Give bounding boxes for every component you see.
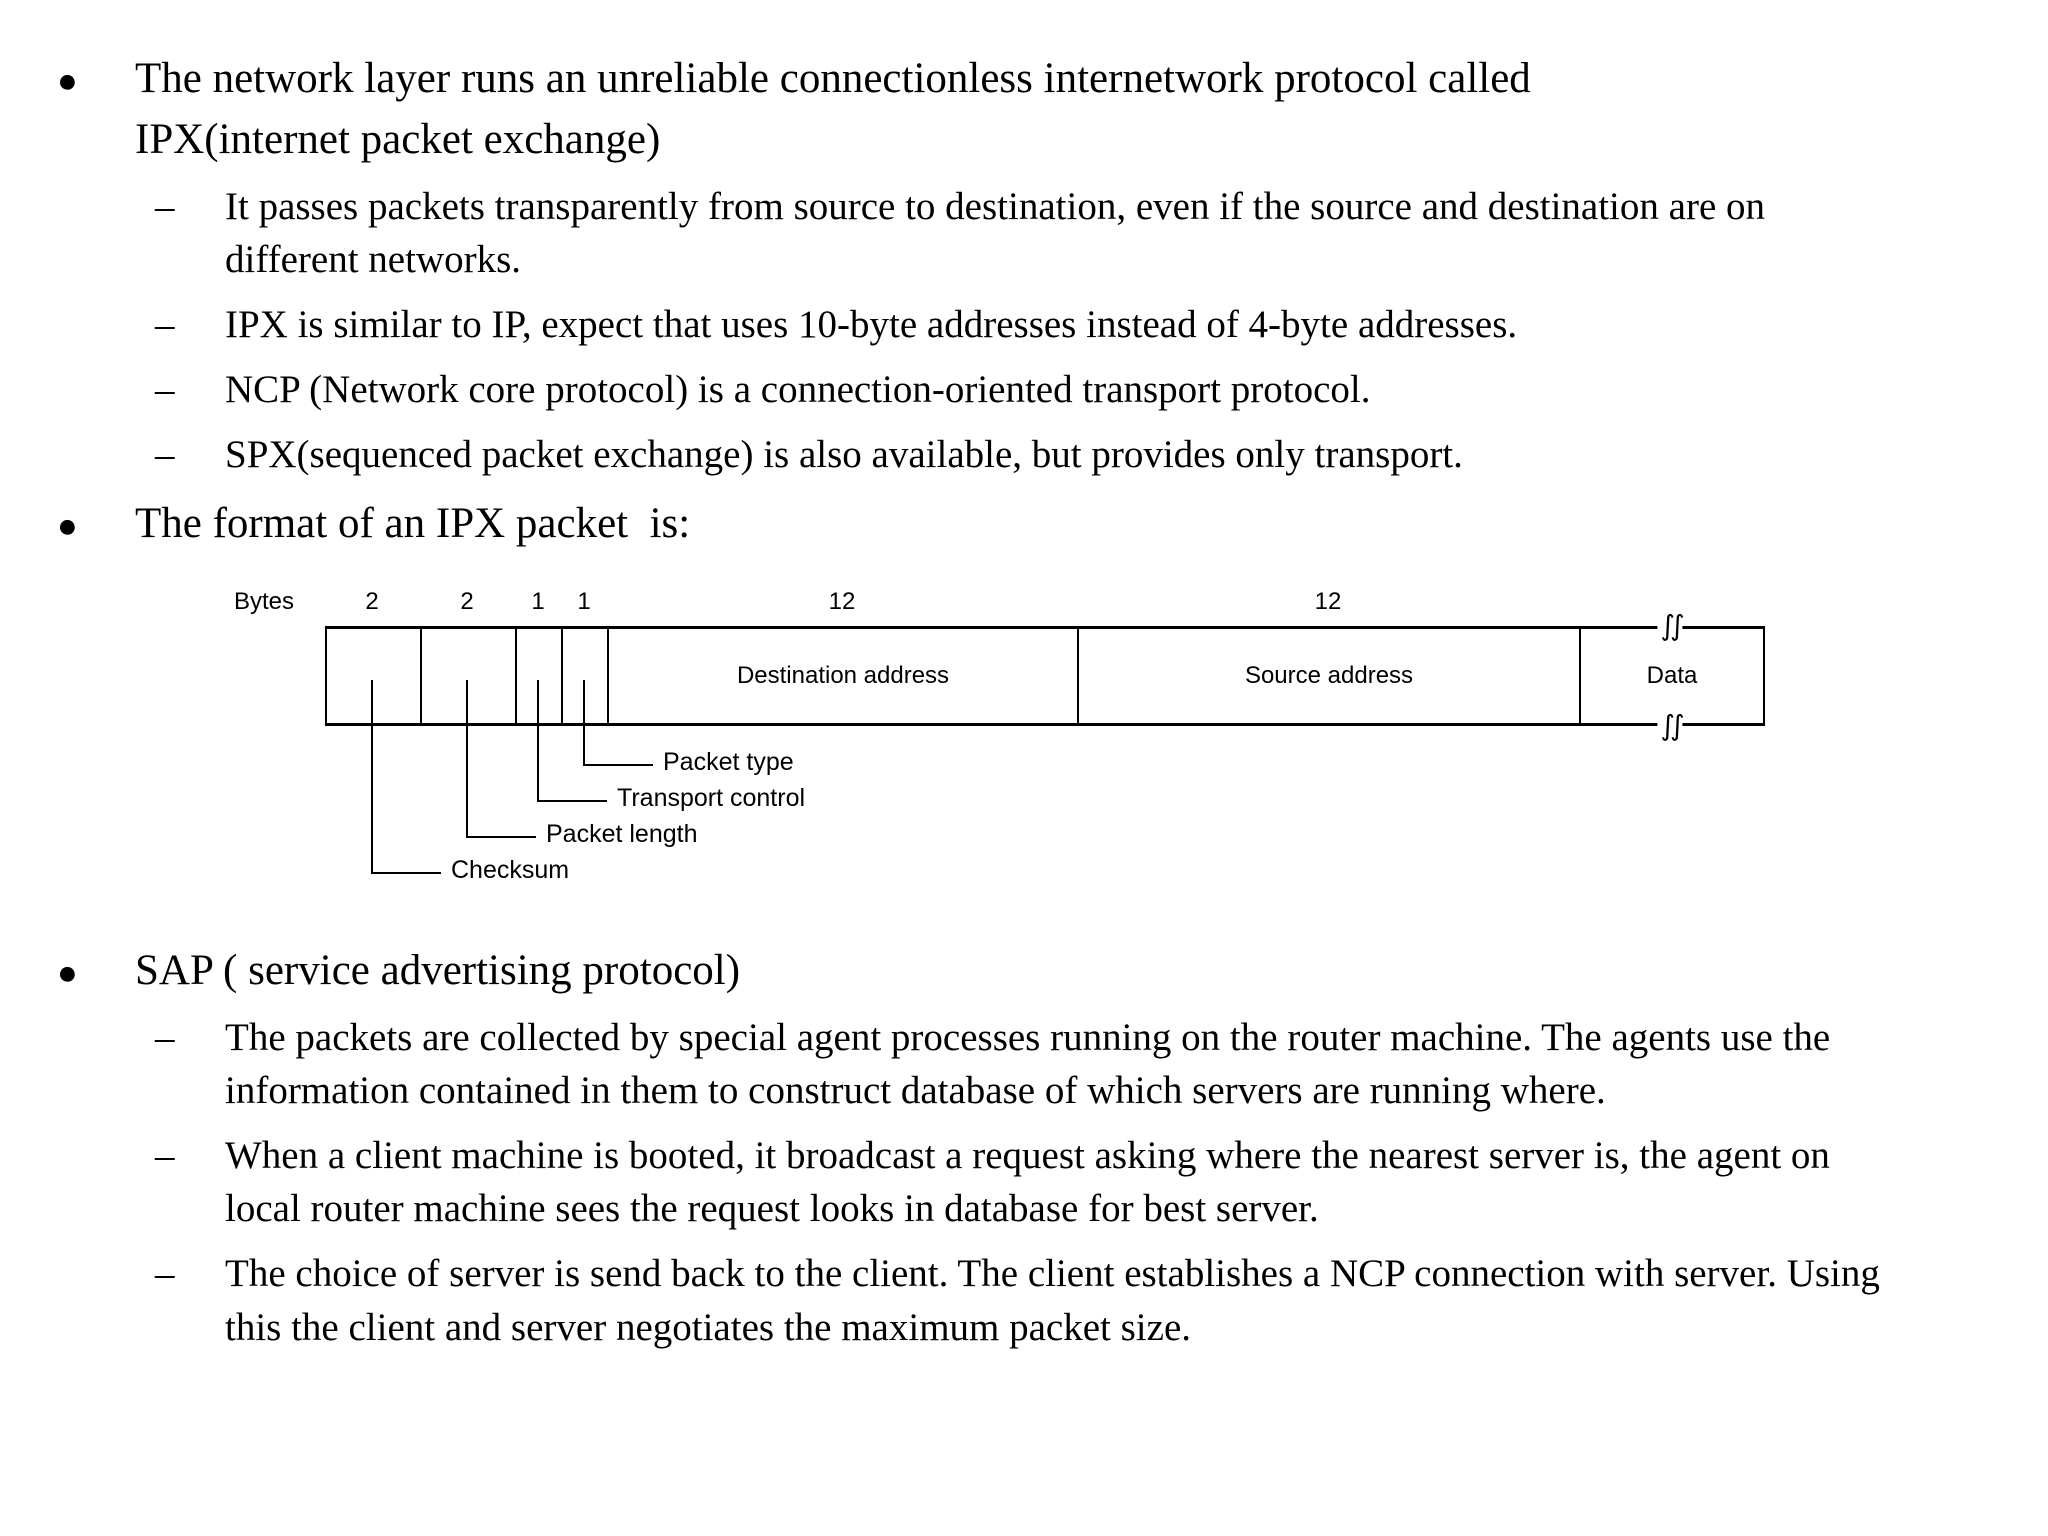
- subbullet-text: When a client machine is booted, it broa…: [225, 1134, 1840, 1231]
- break-mark-top: ∫∫: [1657, 612, 1685, 641]
- bullet-ipx-packet-format: ● The format of an IPX packet is:: [0, 493, 2048, 554]
- field-size-transport: 1: [531, 588, 545, 616]
- bullet-marker: ●: [57, 507, 78, 546]
- field-box-destination-address: Destination address: [609, 629, 1079, 724]
- subbullet-client-booted: – When a client machine is booted, it br…: [155, 1129, 2048, 1235]
- packet-length-label: Packet length: [546, 820, 698, 849]
- bullet-text: The network layer runs an unreliable con…: [135, 55, 1542, 164]
- subbullet-ipx-similar-ip: – IPX is similar to IP, expect that uses…: [155, 298, 2048, 351]
- field-box-packet-type: [563, 629, 609, 724]
- dash-marker: –: [155, 1016, 175, 1060]
- subbullet-text: The packets are collected by special age…: [225, 1016, 1840, 1113]
- subbullet-text: SPX(sequenced packet exchange) is also a…: [225, 433, 1463, 477]
- dash-marker: –: [155, 368, 175, 412]
- subbullet-passes-packets: – It passes packets transparently from s…: [155, 180, 2048, 286]
- dash-marker: –: [155, 303, 175, 347]
- dash-marker: –: [155, 1252, 175, 1296]
- packet-type-label: Packet type: [663, 748, 794, 777]
- field-size-packet-length: 2: [460, 588, 474, 616]
- subbullet-text: IPX is similar to IP, expect that uses 1…: [225, 303, 1518, 347]
- transport-control-label: Transport control: [617, 784, 806, 813]
- field-label: Source address: [1244, 662, 1414, 690]
- bullet-text: SAP ( service advertising protocol): [135, 947, 741, 995]
- bullet-marker: ●: [57, 954, 78, 993]
- field-size-checksum: 2: [365, 588, 379, 616]
- field-box-packet-length: [422, 629, 517, 724]
- field-size-source: 12: [1314, 588, 1342, 616]
- bytes-label: Bytes: [234, 588, 295, 616]
- break-mark-bottom: ∫∫: [1657, 712, 1685, 741]
- packet-field-row: Destination address Source address Data: [325, 626, 1765, 727]
- subbullet-choice-of-server: – The choice of server is send back to t…: [155, 1247, 2048, 1353]
- packet-type-callout-line-v: [583, 680, 585, 767]
- bullet-sap: ● SAP ( service advertising protocol): [0, 940, 2048, 1001]
- checksum-callout-line-h: [371, 872, 441, 875]
- subbullet-spx: – SPX(sequenced packet exchange) is also…: [155, 428, 2048, 481]
- packet-length-callout-line-h: [466, 836, 536, 839]
- dash-marker: –: [155, 1134, 175, 1178]
- checksum-label: Checksum: [451, 856, 570, 885]
- field-size-packet-type: 1: [577, 588, 591, 616]
- field-box-data: Data: [1581, 629, 1763, 723]
- transport-control-callout-line-v: [537, 680, 539, 803]
- bullet-network-layer: ● The network layer runs an unreliable c…: [0, 48, 2048, 170]
- field-box-checksum: [327, 629, 422, 724]
- checksum-callout-line-v: [371, 680, 373, 875]
- dash-marker: –: [155, 433, 175, 477]
- bullet-marker: ●: [57, 62, 78, 100]
- field-label: Destination address: [736, 662, 950, 690]
- dash-marker: –: [155, 185, 175, 229]
- ipx-packet-diagram: Bytes 2 2 1 1 12 12 Destination address …: [0, 588, 2048, 932]
- field-box-source-address: Source address: [1079, 629, 1581, 724]
- field-box-transport-control: [517, 629, 563, 724]
- packet-type-callout-line-h: [583, 764, 653, 767]
- field-size-destination: 12: [828, 588, 856, 616]
- subbullet-text: NCP (Network core protocol) is a connect…: [225, 368, 1371, 412]
- subbullet-text: The choice of server is send back to the…: [225, 1252, 1890, 1349]
- subbullet-text: It passes packets transparently from sou…: [225, 185, 1775, 282]
- field-label: Data: [1646, 662, 1698, 690]
- transport-control-callout-line-h: [537, 800, 607, 803]
- packet-length-callout-line-v: [466, 680, 468, 839]
- subbullet-ncp: – NCP (Network core protocol) is a conne…: [155, 363, 2048, 416]
- bullet-text: The format of an IPX packet is:: [135, 500, 691, 548]
- subbullet-packets-collected: – The packets are collected by special a…: [155, 1011, 2048, 1117]
